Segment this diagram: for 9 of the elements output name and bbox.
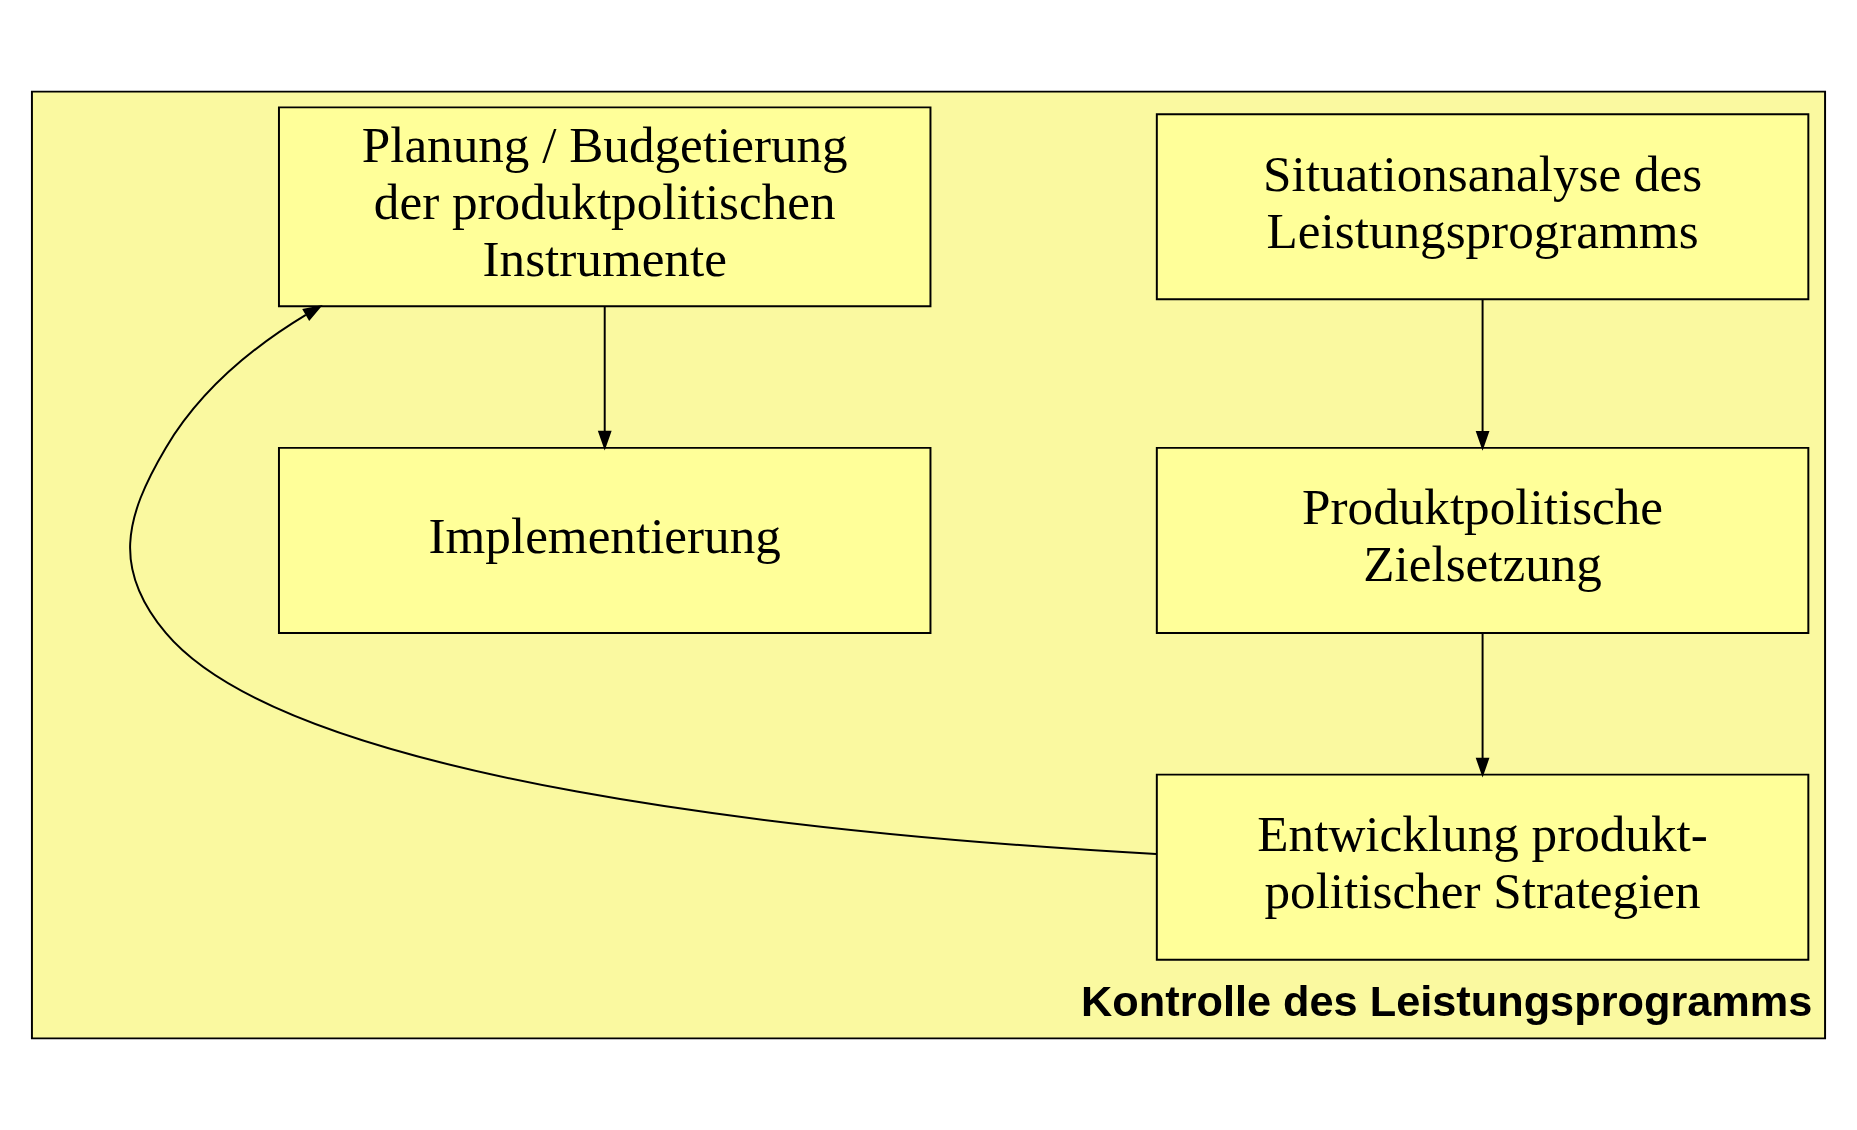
arrow xyxy=(597,305,612,451)
node-box: Planung / Budgetierung der produktpolitischen Instrumente xyxy=(277,106,932,308)
arrow xyxy=(129,304,1158,856)
node-box: Situationsanalyse des Leistungsprogramms xyxy=(1155,113,1810,301)
arrow xyxy=(1475,298,1490,451)
node-box: Entwicklung produkt- politischer Strategien xyxy=(1155,773,1810,961)
node-box: Produktpolitische Zielsetzung xyxy=(1155,446,1810,634)
arrow xyxy=(1475,632,1490,778)
node-box: Implementierung xyxy=(277,446,932,634)
